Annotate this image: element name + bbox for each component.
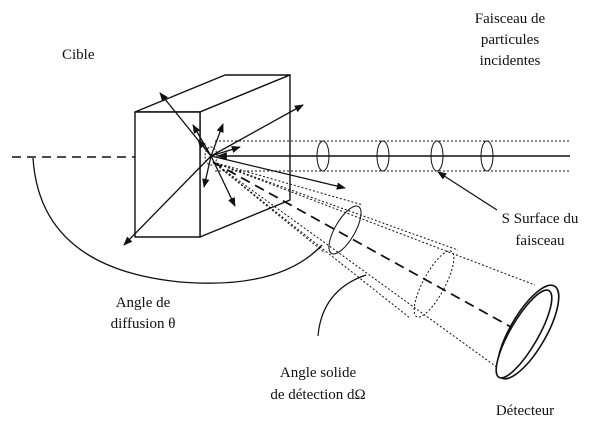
surface-pointer-arrow	[437, 171, 498, 211]
beam-label-line1: Faisceau de	[474, 11, 546, 27]
cone-cross-section-1	[328, 205, 362, 255]
cone-cross-section-2	[413, 250, 455, 318]
solid-angle-label-line1: Angle solide	[279, 365, 357, 381]
scattering-angle-label-line1: Angle de	[115, 295, 171, 311]
target-front-face	[134, 111, 201, 238]
solid-angle-label-line2: de détection dΩ	[270, 387, 366, 403]
surface-label-line1: S Surface du	[501, 211, 579, 227]
scattered-axis-dashed	[212, 161, 521, 333]
detection-cone	[212, 161, 536, 374]
scattering-angle-arc	[32, 157, 323, 284]
beam-label-line3: incidentes	[479, 53, 541, 69]
beam-label-line2: particules	[480, 32, 540, 48]
solid-angle-pointer	[317, 274, 367, 337]
scattering-angle-label-line2: diffusion θ	[110, 316, 176, 332]
scattered-particles	[123, 92, 346, 246]
target-label: Cible	[62, 47, 95, 63]
surface-label-line2: faisceau	[515, 233, 565, 249]
detector-label: Détecteur	[495, 403, 555, 419]
detector-face	[495, 289, 553, 379]
detector	[495, 284, 560, 380]
